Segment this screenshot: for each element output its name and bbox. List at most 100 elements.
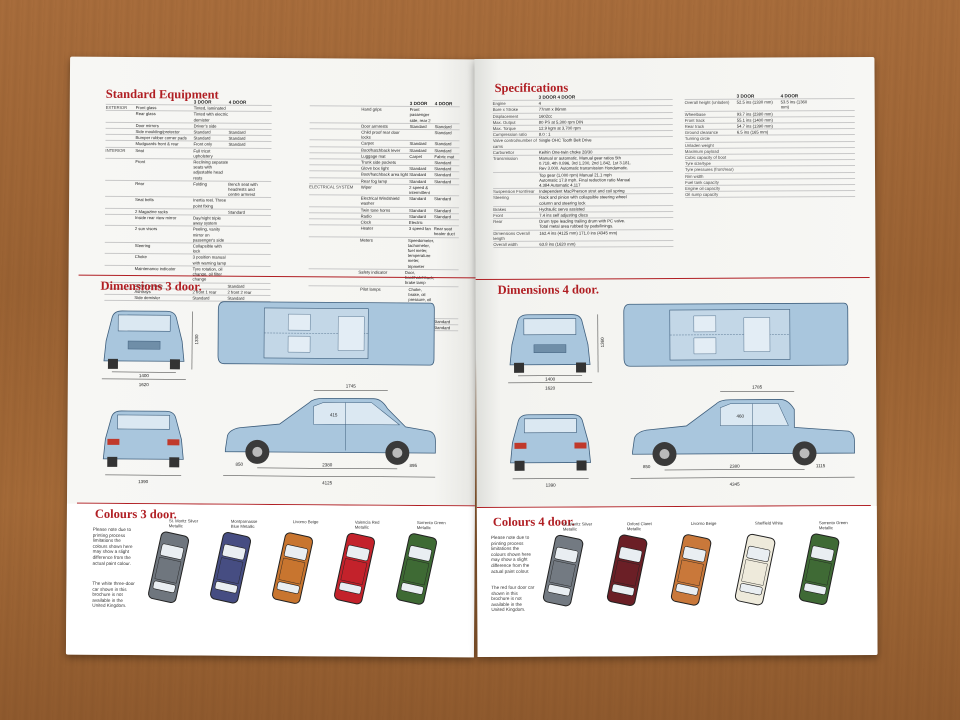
colour-note: Please note due to printing process limi… xyxy=(490,534,531,574)
row-value: Hydraulic servo assisted xyxy=(539,206,585,212)
row-4door xyxy=(781,142,811,147)
row-4door: Standard xyxy=(434,207,452,213)
row-3door xyxy=(410,130,435,141)
row-3door: 3 position manual with warning lamp xyxy=(192,254,227,266)
row-3door xyxy=(737,192,781,197)
row-4door: Standard xyxy=(434,141,452,147)
row-value: 7.4 ins self adjusting discs xyxy=(539,212,588,218)
colour-availability-note: The red four door car shown in this broc… xyxy=(491,584,535,613)
colour-name: St. Moritz Silver Metallic xyxy=(168,518,199,529)
row-group xyxy=(310,123,362,129)
row-value: Manual or automatic. Manual gear ratios … xyxy=(538,155,631,172)
row-3door: Front passenger side, rear 2 xyxy=(409,107,431,123)
row-item: Wiper xyxy=(360,184,372,190)
row-group xyxy=(106,123,136,128)
row-3door: Standard xyxy=(409,172,427,178)
colour-note: Please note due to printing process limi… xyxy=(92,526,133,566)
row-item: Turning circle xyxy=(684,136,710,142)
colour-name: Sorrento Green Metallic xyxy=(818,520,848,531)
colour-name: Oxford Claret Metallic xyxy=(626,521,652,532)
row-3door: Standard xyxy=(193,129,211,135)
row-group xyxy=(106,111,136,122)
front-overhang-label: 850 xyxy=(235,462,243,467)
car-top-icon xyxy=(334,532,376,605)
row-3door: Standard xyxy=(409,123,427,129)
front-height-label: 1330 xyxy=(194,334,199,345)
row-3door: Full tricot upholstery xyxy=(193,148,213,159)
row-4door: Standard xyxy=(434,172,452,178)
header-spacer xyxy=(493,95,539,100)
row-item: Bore x Stroke xyxy=(492,107,519,113)
colour-availability-note: The white three-door car shown in this b… xyxy=(92,580,135,609)
side-view xyxy=(630,391,855,479)
row-group xyxy=(309,141,361,147)
row-item: Overall height (unladen) xyxy=(684,99,730,106)
row-group xyxy=(105,215,135,226)
front-overhang-label: 850 xyxy=(643,464,651,469)
row-4door xyxy=(781,130,811,135)
row-value: 77mm x 86mm xyxy=(538,106,567,113)
row-value: Rack and pinion with collapsible steerin… xyxy=(539,194,627,206)
length-label: 4345 xyxy=(730,482,741,487)
colour-name: Livorno Beige xyxy=(690,520,717,526)
row-3door: Folding xyxy=(193,181,207,187)
row-3door: Collapsible with lock xyxy=(192,243,222,254)
row-4door xyxy=(781,148,811,153)
row-4door xyxy=(781,173,811,178)
row-group xyxy=(105,243,135,254)
header-4door: 4 DOOR xyxy=(780,93,799,99)
rear-view xyxy=(510,414,591,480)
row-item: Suspension Front/rear xyxy=(493,188,535,195)
wheelbase-label: 2380 xyxy=(730,464,741,469)
row-4door: Standard xyxy=(434,160,452,166)
row-group xyxy=(106,135,136,140)
header-spacer xyxy=(136,99,194,105)
row-4door xyxy=(781,185,811,190)
row-4door xyxy=(228,255,263,266)
row-4door: Standard xyxy=(227,283,245,289)
row-item: Front xyxy=(135,159,146,165)
row-4door: Standard xyxy=(434,178,452,184)
row-item: Side moulding/protector xyxy=(135,129,180,135)
headroom-label: 1745 xyxy=(346,384,357,389)
row-value: Single OHC Tooth Belt Drive xyxy=(538,137,592,144)
header-3door: 3 DOOR xyxy=(409,100,428,107)
row-item: Carburettor xyxy=(492,149,515,155)
colour-swatch: Sorrento Green Metallic xyxy=(797,520,848,607)
table-row: Overall height (unladen)52.5 ins (1330 m… xyxy=(684,99,855,112)
row-3door: Front only xyxy=(193,141,213,147)
row-group xyxy=(106,129,136,134)
rear-overhang-label: 1115 xyxy=(816,463,826,468)
row-4door: Standard xyxy=(228,142,246,148)
rear-overhang-label: 895 xyxy=(409,463,417,468)
row-3door xyxy=(737,142,781,147)
header-spacer xyxy=(361,101,409,107)
row-item: Dimensions Overall length xyxy=(493,230,530,241)
row-item: Front track xyxy=(684,117,705,123)
row-item: Transmission xyxy=(492,155,518,161)
car-top-icon xyxy=(734,533,776,606)
row-4door: Standard xyxy=(434,196,452,202)
row-3door: Speedometer, tachometer, fuel meter, tem… xyxy=(407,237,435,269)
row-3door: Reclining separate seats with adjustable… xyxy=(193,159,229,181)
row-group xyxy=(309,226,361,237)
row-group xyxy=(309,172,361,178)
row-4door xyxy=(434,238,459,269)
seat-height-label: 460 xyxy=(737,414,745,419)
row-3door: Standard xyxy=(409,141,427,147)
row-value: 63.8 ins (1620 mm) xyxy=(539,241,576,247)
row-3door: Tinted, laminated xyxy=(193,105,226,111)
row-4door xyxy=(781,154,811,159)
row-4door: Bench seat with headrests and centre arm… xyxy=(228,181,258,198)
table-row: Front Reclining separate seats with adjus… xyxy=(105,158,272,182)
row-value: 8.0 : 1 xyxy=(538,131,551,137)
row-4door xyxy=(228,198,263,209)
